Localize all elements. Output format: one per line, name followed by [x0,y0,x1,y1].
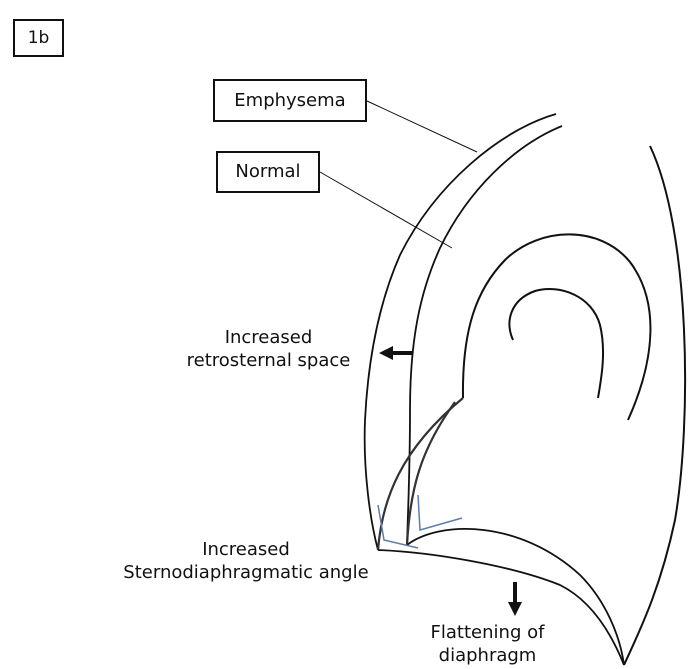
emphysema-leader-line [367,101,477,152]
normal-leader-line [320,172,452,248]
normal-label: Normal [235,163,300,181]
retrosternal-line2: retrosternal space [176,349,361,372]
heart-inner-outline [509,289,603,398]
emphysema-label: Emphysema [234,92,345,110]
retrosternal-annotation: Increased retrosternal space [176,326,361,373]
sternodiaphragmatic-line1: Increased [106,538,386,561]
diaphragm-arrow-icon [508,582,522,616]
figure-label: 1b [13,19,64,57]
flattening-line2: diaphragm [410,644,565,667]
sternodiaphragmatic-annotation: Increased Sternodiaphragmatic angle [106,538,386,585]
normal-outline [407,126,562,545]
figure-label-text: 1b [28,30,50,47]
normal-angle-marker [418,495,462,530]
normal-label-box: Normal [216,151,320,193]
flattening-line1: Flattening of [410,621,565,644]
flattening-annotation: Flattening of diaphragm [410,621,565,668]
normal-lower-curve [407,402,455,545]
retrosternal-line1: Increased [176,326,361,349]
retrosternal-arrow-icon [379,346,412,360]
heart-outer-outline [463,234,651,420]
emphysema-label-box: Emphysema [213,79,367,122]
sternodiaphragmatic-line2: Sternodiaphragmatic angle [106,561,386,584]
